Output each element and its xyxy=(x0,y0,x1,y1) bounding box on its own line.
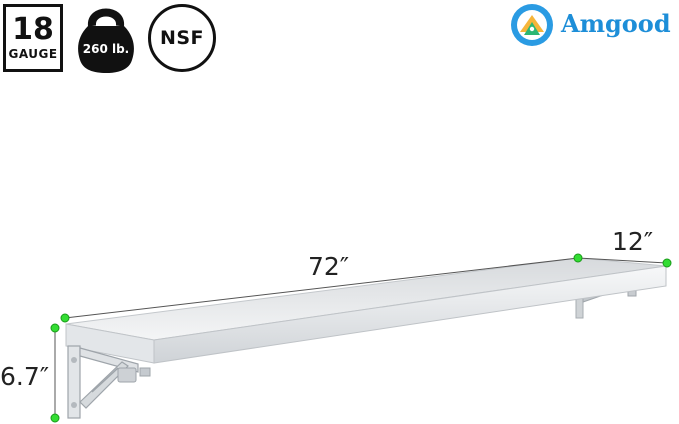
nsf-seal-icon: NSF xyxy=(148,4,216,72)
amgood-logo-icon xyxy=(511,4,553,46)
marker-point xyxy=(60,313,70,323)
marker-point xyxy=(50,413,60,423)
weight-capacity-label: 260 lb. xyxy=(82,42,130,56)
marker-point xyxy=(662,258,672,268)
nsf-label: NSF xyxy=(159,27,205,49)
marker-point xyxy=(50,323,60,333)
brand-logo: Amgood xyxy=(509,2,679,46)
brand-name: Amgood xyxy=(561,9,671,38)
gauge-badge: 18 GAUGE xyxy=(3,4,63,72)
height-label: 6.7″ xyxy=(0,362,50,391)
kettlebell-icon xyxy=(78,8,134,73)
depth-dimension-line xyxy=(577,257,668,264)
gauge-value: 18 xyxy=(12,12,54,47)
gauge-label: GAUGE xyxy=(8,47,58,61)
marker-point xyxy=(573,253,583,263)
shelf-long-edge xyxy=(153,265,667,364)
weight-badge: 260 lb. xyxy=(74,2,138,74)
depth-label: 12″ xyxy=(612,227,654,256)
length-label: 72″ xyxy=(308,252,350,281)
length-dimension-line xyxy=(64,257,579,319)
left-bracket xyxy=(67,345,151,419)
